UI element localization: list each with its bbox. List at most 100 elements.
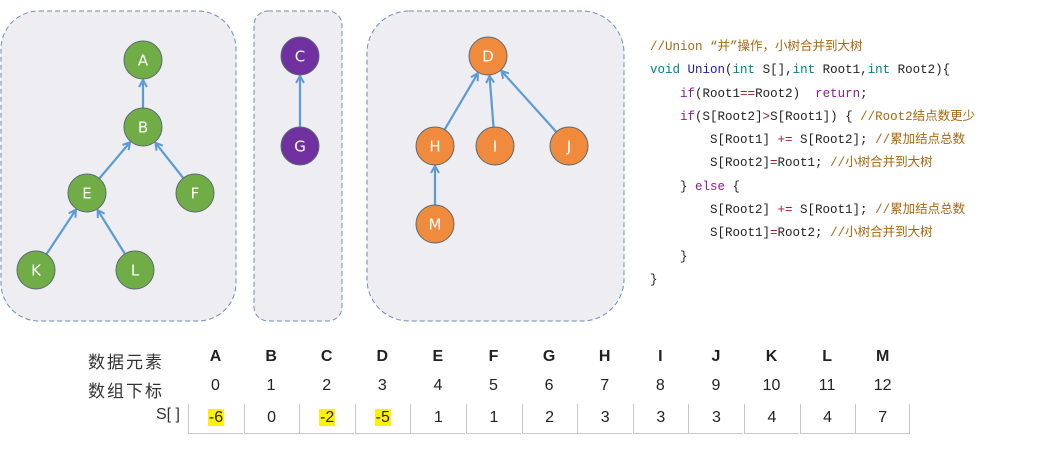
element-cell: A bbox=[209, 348, 222, 365]
node-G: G bbox=[280, 126, 320, 166]
code-token: S[], bbox=[755, 63, 793, 78]
code-token: S[Root1] bbox=[650, 133, 778, 148]
node-H: H bbox=[415, 126, 455, 166]
node-B: B bbox=[123, 107, 163, 147]
index-cell: 10 bbox=[762, 377, 781, 394]
code-token: Root2){ bbox=[890, 63, 951, 78]
edge-E-to-B bbox=[98, 142, 130, 180]
code-token bbox=[650, 110, 680, 124]
node-F: F bbox=[175, 173, 215, 213]
code-token: ; bbox=[860, 86, 868, 101]
edge-H-to-D bbox=[443, 73, 478, 131]
node-label: H bbox=[429, 138, 440, 156]
code-token: Root1; bbox=[777, 156, 831, 171]
node-circle bbox=[549, 126, 589, 166]
node-circle bbox=[475, 126, 515, 166]
code-line: if(S[Root2]>S[Root1]) { //Root2结点数更少 bbox=[650, 106, 975, 129]
code-token: == bbox=[740, 86, 756, 101]
code-comment: //小树合并到大树 bbox=[830, 226, 933, 241]
s-value: 4 bbox=[823, 409, 833, 426]
node-label: L bbox=[131, 262, 140, 280]
code-comment: //累加结点总数 bbox=[875, 133, 966, 148]
node-circle bbox=[280, 126, 320, 166]
node-K: K bbox=[16, 250, 56, 290]
edge-L-to-E bbox=[98, 210, 126, 255]
row-label-s: S[ ] bbox=[155, 406, 180, 423]
code-comment: //累加结点总数 bbox=[875, 203, 966, 218]
s-value: 1 bbox=[433, 409, 443, 426]
element-cell: H bbox=[598, 348, 611, 365]
code-token: else bbox=[695, 179, 726, 194]
code-token: Root2; bbox=[777, 226, 831, 241]
s-value: 0 bbox=[267, 409, 277, 426]
index-cell: 3 bbox=[377, 377, 387, 394]
s-value: 2 bbox=[545, 409, 555, 426]
code-line: S[Root2] += S[Root1]; //累加结点总数 bbox=[650, 199, 975, 222]
code-line: if(Root1==Root2) return; bbox=[650, 83, 975, 106]
code-token: S[Root1] bbox=[650, 226, 771, 241]
node-M: M bbox=[415, 204, 455, 244]
edge-K-to-E bbox=[45, 210, 75, 255]
node-circle bbox=[123, 40, 163, 80]
s-value-cell: -5 bbox=[354, 404, 410, 434]
node-label: K bbox=[31, 262, 42, 280]
code-token: if bbox=[680, 109, 696, 124]
code-token: > bbox=[762, 109, 771, 124]
s-value-cell: 3 bbox=[688, 404, 744, 434]
node-label: C bbox=[295, 48, 305, 66]
code-token: int bbox=[792, 63, 816, 78]
code-line: //Union “并”操作，小树合并到大树 bbox=[650, 36, 975, 59]
node-D: D bbox=[468, 36, 508, 76]
element-cell: M bbox=[876, 348, 890, 365]
edge-F-to-B bbox=[155, 143, 185, 179]
row-label-indices: 数组下标 bbox=[88, 382, 164, 401]
index-cell: 7 bbox=[600, 377, 610, 394]
code-line: } else { bbox=[650, 176, 975, 199]
code-token: void bbox=[650, 63, 688, 78]
code-token: (Root1 bbox=[695, 86, 741, 101]
node-label: G bbox=[294, 138, 306, 156]
row-label-elements: 数据元素 bbox=[88, 353, 164, 372]
s-value-cell: 1 bbox=[466, 404, 521, 434]
index-cell: 0 bbox=[211, 377, 220, 394]
s-value: 3 bbox=[656, 409, 666, 426]
element-cell: E bbox=[432, 348, 444, 365]
code-token: int bbox=[732, 63, 756, 78]
index-cell: 12 bbox=[873, 377, 892, 394]
s-value-cell: 7 bbox=[855, 404, 911, 434]
node-circle bbox=[468, 36, 508, 76]
index-cell: 1 bbox=[266, 377, 276, 394]
s-value: 4 bbox=[767, 409, 777, 426]
s-value-cell: -6 bbox=[188, 404, 243, 434]
panel-tree-C bbox=[253, 10, 343, 322]
code-token: Root2) bbox=[755, 86, 816, 101]
node-circle bbox=[415, 204, 455, 244]
node-label: B bbox=[138, 119, 148, 137]
s-value-cell: 2 bbox=[521, 404, 577, 434]
node-label: I bbox=[493, 138, 497, 156]
s-value: 1 bbox=[489, 409, 499, 426]
code-token: S[Root1]) { bbox=[770, 109, 861, 124]
s-value-cell: 4 bbox=[799, 404, 855, 434]
node-circle bbox=[280, 36, 320, 76]
index-cell: 6 bbox=[544, 377, 554, 394]
code-line: S[Root1] += S[Root2]; //累加结点总数 bbox=[650, 129, 975, 152]
code-token bbox=[650, 87, 680, 101]
node-circle bbox=[115, 250, 155, 290]
index-cell: 5 bbox=[489, 377, 498, 394]
code-line: } bbox=[650, 269, 975, 292]
node-label: E bbox=[82, 185, 91, 203]
s-value: 3 bbox=[600, 409, 610, 426]
node-label: D bbox=[482, 48, 494, 66]
s-value-cell: 0 bbox=[243, 404, 299, 434]
s-value-cell: -2 bbox=[299, 404, 355, 434]
code-token: S[Root2]; bbox=[792, 133, 876, 148]
node-label: F bbox=[191, 185, 200, 203]
s-value-cell: 4 bbox=[744, 404, 799, 434]
node-E: E bbox=[67, 173, 107, 213]
code-token: = bbox=[770, 226, 778, 241]
code-token: if bbox=[680, 86, 696, 101]
index-cell: 11 bbox=[818, 377, 836, 394]
